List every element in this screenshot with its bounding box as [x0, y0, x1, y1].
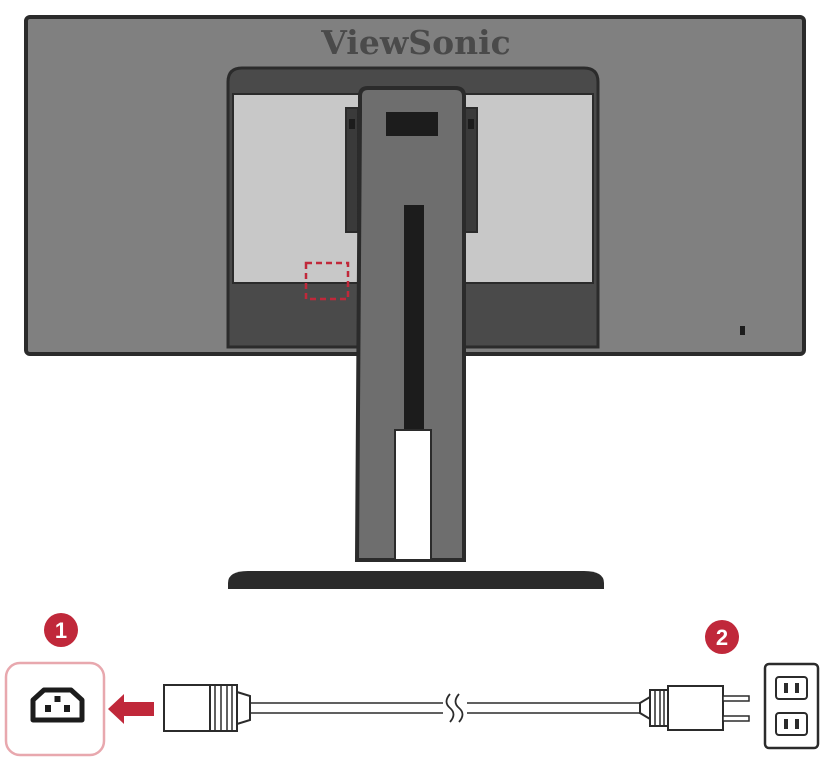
step-2-number: 2 — [716, 625, 728, 650]
arrow-left-icon — [108, 694, 154, 724]
stand-handle-slot — [386, 112, 438, 136]
kensington-lock-icon — [740, 326, 745, 335]
power-inlet-icon — [30, 687, 85, 723]
stand-channel — [404, 205, 424, 430]
stand-base — [228, 571, 604, 589]
cord-plug-right — [639, 685, 750, 731]
squiggle-break-icon — [445, 693, 464, 723]
bracket-screw-left — [349, 119, 355, 129]
step-2-badge: 2 — [705, 620, 739, 654]
step-1-number: 1 — [55, 618, 67, 643]
wall-outlet-icon — [763, 662, 820, 750]
step-1-badge: 1 — [44, 613, 78, 647]
stand-cutout — [394, 429, 432, 561]
brand-logo: ViewSonic — [320, 23, 510, 62]
bracket-screw-right — [468, 119, 474, 129]
power-port-highlight — [304, 261, 350, 301]
power-cord — [250, 702, 640, 714]
cord-plug-left — [163, 684, 251, 732]
